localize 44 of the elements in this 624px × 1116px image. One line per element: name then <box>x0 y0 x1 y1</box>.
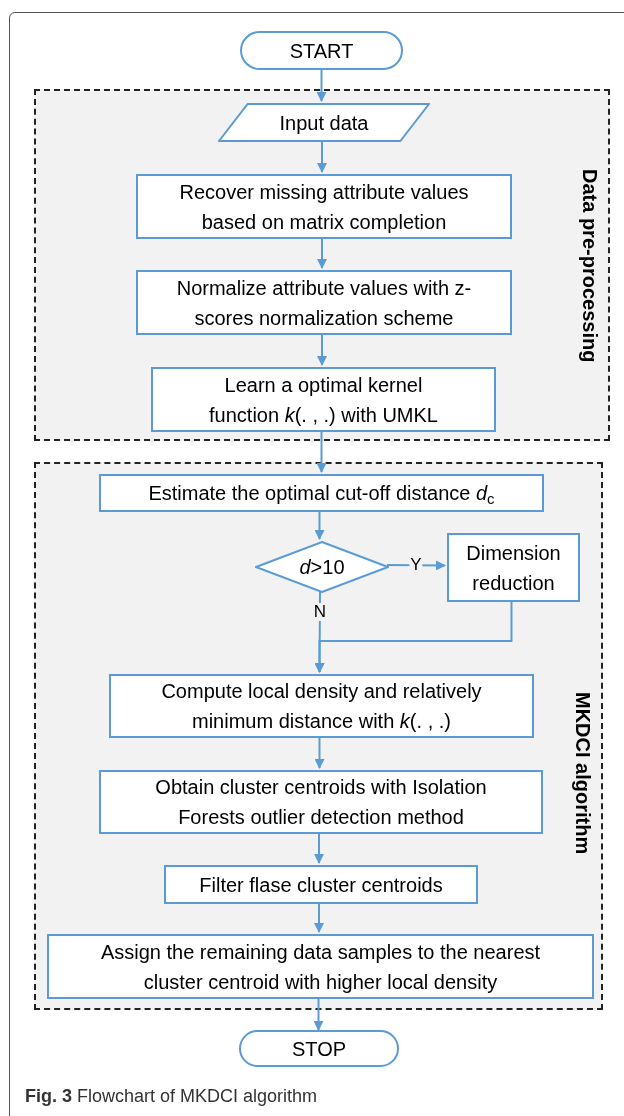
process-box <box>164 865 478 904</box>
node-text: Learn a optimal kernel function k(. , .) with UMKL <box>208 372 439 428</box>
figure-caption: Fig. 3 Flowchart of MKDCI algorithm <box>25 1085 318 1108</box>
node-text: Dimension reduction <box>465 540 562 596</box>
arrow <box>314 831 324 864</box>
dashed-group-box <box>34 462 603 1010</box>
edge-label: N <box>312 603 328 621</box>
arrow <box>317 236 327 269</box>
arrow <box>316 69 327 102</box>
arrow <box>314 735 325 769</box>
arrow <box>314 901 324 933</box>
process-box <box>99 474 544 512</box>
arrow <box>314 509 325 540</box>
process-box <box>151 367 496 432</box>
input-parallelogram <box>218 103 430 142</box>
arrow <box>316 429 327 473</box>
terminal-pill <box>239 1030 399 1067</box>
node-text: d>10 <box>299 555 345 580</box>
process-box <box>136 174 512 239</box>
process-box <box>136 270 512 335</box>
process-box <box>99 770 543 834</box>
dashed-group-box <box>34 89 610 441</box>
arrow <box>313 996 324 1031</box>
arrow <box>314 599 513 673</box>
terminal-pill <box>240 31 403 70</box>
group-label: Data pre-processing <box>578 169 602 363</box>
node-text: Estimate the optimal cut-off distance d$_{c}$ <box>148 481 495 508</box>
node-text: START <box>289 38 354 64</box>
decision-diamond <box>255 541 389 593</box>
arrow <box>317 139 327 173</box>
node-text: Recover missing attribute values based on matrix completion <box>178 179 470 235</box>
arrow <box>317 332 327 366</box>
node-text: Normalize attribute values with z-scores normalization scheme <box>175 275 473 331</box>
process-box <box>109 674 534 738</box>
process-box <box>447 533 580 602</box>
node-text: Assign the remaining data samples to the nearest cluster centroid with higher local density <box>99 939 542 995</box>
node-text: Compute local density and relatively minimum distance with k(. , .) <box>160 679 483 734</box>
node-text: Input data <box>279 110 369 136</box>
process-box <box>47 934 594 999</box>
node-text: Filter flase cluster centroids <box>199 872 443 898</box>
node-text: Obtain cluster centroids with Isolation Forests outlier detection method <box>154 775 488 830</box>
arrow <box>386 560 446 571</box>
group-label: MKDCI algorithm <box>571 692 595 855</box>
node-text: STOP <box>291 1036 347 1062</box>
